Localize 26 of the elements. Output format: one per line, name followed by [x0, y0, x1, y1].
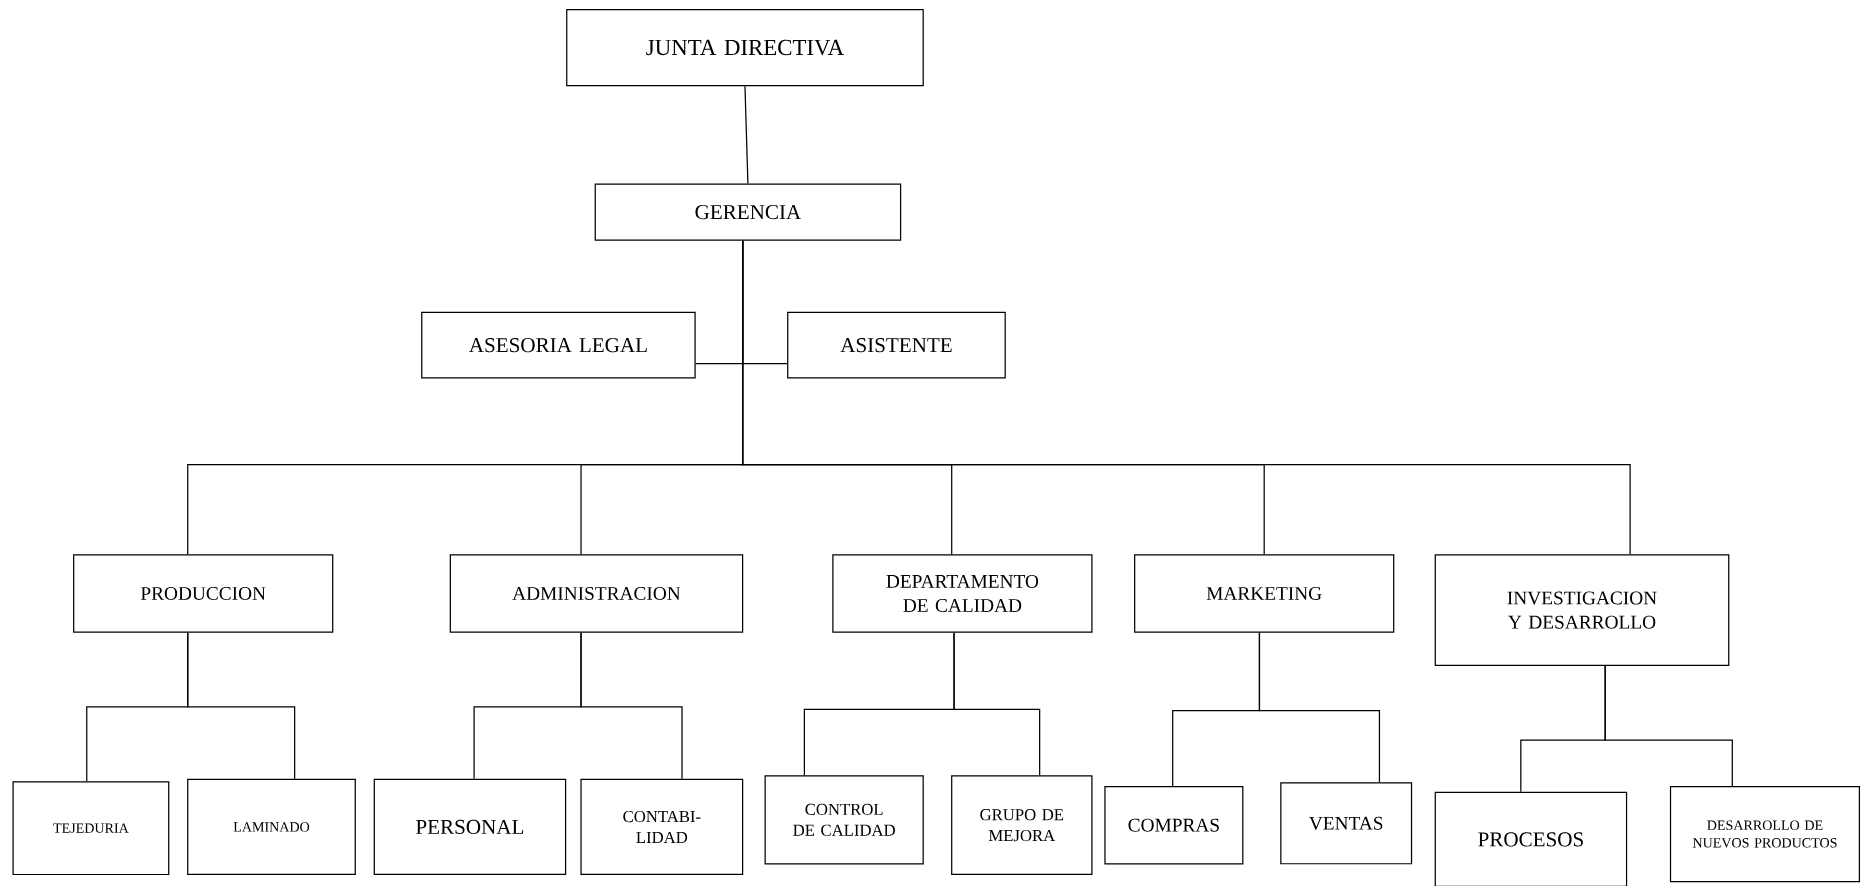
org-box: DEPARTAMENTO DE CALIDAD — [832, 554, 1093, 633]
org-box: LAMINADO — [187, 778, 356, 875]
connector-line — [744, 85, 749, 184]
org-box: GERENCIA — [594, 183, 902, 241]
connector-line — [187, 631, 296, 780]
org-box: JUNTA DIRECTIVA — [566, 8, 924, 87]
org-box: COMPRAS — [1104, 785, 1244, 865]
org-box: ASISTENTE — [787, 311, 1006, 379]
org-box: GRUPO DE MEJORA — [951, 775, 1093, 875]
org-box: ASESORIA LEGAL — [421, 311, 696, 379]
connector-line — [742, 239, 1631, 555]
connector-line — [953, 631, 1041, 776]
org-box: MARKETING — [1134, 554, 1395, 633]
org-box: PROCESOS — [1434, 791, 1628, 886]
org-box: PERSONAL — [373, 778, 567, 875]
connector-line — [580, 631, 683, 780]
org-box: TEJEDURIA — [12, 781, 170, 875]
org-box: PRODUCCION — [73, 554, 334, 633]
org-box: DESARROLLO DE NUEVOS PRODUCTOS — [1669, 785, 1860, 883]
org-box: VENTAS — [1280, 782, 1413, 865]
org-box: INVESTIGACION Y DESARROLLO — [1434, 554, 1730, 666]
org-box: ADMINISTRACION — [449, 554, 744, 633]
org-box: CONTROL DE CALIDAD — [764, 775, 924, 865]
org-box: CONTABI-LIDAD — [580, 778, 744, 875]
connector-line — [1604, 665, 1733, 787]
connector-line — [1258, 631, 1381, 783]
